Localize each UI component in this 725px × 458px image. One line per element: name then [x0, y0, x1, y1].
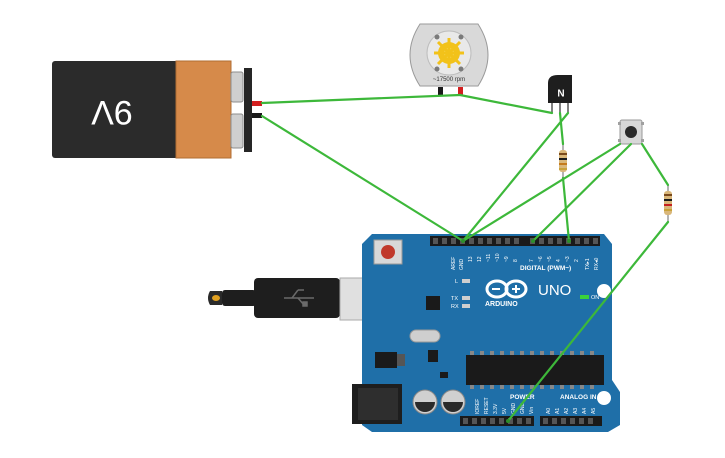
- arduino-brand: ARDUINO: [485, 301, 518, 308]
- pin-label-gnd: GND: [459, 259, 465, 271]
- pin-label-ioref: IOREF: [475, 399, 481, 414]
- pin-label-a5: A5: [591, 408, 597, 414]
- pin-label-a0: A0: [546, 408, 552, 414]
- pin-label-10: ~10: [495, 253, 501, 262]
- led-rx-label: RX: [451, 304, 459, 310]
- motor-speed-label: ~17500 rpm: [433, 77, 465, 83]
- pin-label-12: 12: [477, 256, 483, 262]
- led-tx: [462, 296, 470, 300]
- pin-label-a2: A2: [564, 408, 570, 414]
- pin-label-1: TX▸1: [585, 258, 591, 270]
- pin-label-11: ~11: [486, 254, 492, 262]
- analog-label: ANALOG IN: [560, 394, 597, 401]
- npn-transistor[interactable]: N: [548, 75, 572, 113]
- pin-label-a1: A1: [555, 408, 561, 414]
- power-label: POWER: [510, 394, 535, 401]
- pushbutton[interactable]: [618, 119, 644, 145]
- pin-label-aref: AREF: [451, 257, 457, 270]
- pin-label-2: 2: [574, 259, 580, 262]
- pin-label-5v: 5V: [502, 407, 508, 414]
- wire-transistor-emitter-to-gnd[interactable]: [461, 111, 570, 243]
- transistor-label: N: [557, 89, 564, 100]
- led-on: [580, 295, 589, 299]
- resistor-base[interactable]: [559, 144, 567, 178]
- reset-button[interactable]: [373, 239, 403, 265]
- motor-terminal-black[interactable]: [438, 87, 443, 95]
- led-tx-label: TX: [451, 296, 458, 302]
- arduino-model: UNO: [538, 282, 571, 299]
- usb-symbol-icon: [284, 289, 314, 307]
- wire-battery-neg-to-gnd[interactable]: [260, 114, 465, 243]
- arduino-logo-icon: [485, 279, 528, 299]
- wire-button-to-resistor[interactable]: [640, 142, 670, 187]
- pin-label-3: ~3: [565, 256, 571, 262]
- wire-button-to-pin2[interactable]: [531, 142, 633, 243]
- pin-label-0: RX◂0: [594, 258, 600, 270]
- pin-label-vin: Vin: [529, 407, 535, 414]
- wire-button-to-gnd[interactable]: [461, 142, 622, 243]
- wire-motor-to-transistor[interactable]: [458, 93, 554, 115]
- power-header[interactable]: [460, 416, 534, 426]
- dc-motor[interactable]: ~17500 rpm: [409, 23, 489, 95]
- led-l-label: L: [455, 279, 458, 285]
- led-l: [462, 279, 470, 283]
- resistor-pulldown[interactable]: [664, 185, 672, 222]
- wire-transistor-base-to-resistor[interactable]: [558, 111, 565, 146]
- pin-label-4: 4: [556, 259, 562, 262]
- motor-gear-icon: [434, 38, 464, 68]
- pin-label-7: 7: [529, 259, 535, 262]
- atmega-chip: [466, 355, 604, 385]
- pin-label-5: ~5: [547, 256, 553, 262]
- pin-label-3v3: 3.3V: [493, 403, 499, 414]
- capacitor-2: [440, 389, 466, 415]
- battery-label: 9V: [91, 93, 133, 131]
- wire-battery-pos-to-motor[interactable]: [260, 93, 462, 105]
- digital-label: DIGITAL (PWM~): [520, 265, 571, 272]
- pin-label-a3: A3: [573, 408, 579, 414]
- pin-label-6: ~6: [538, 256, 544, 262]
- pin-label-gnd-2: GND: [520, 403, 526, 415]
- pin-label-a4: A4: [582, 408, 588, 414]
- pin-label-reset: RESET: [484, 397, 490, 414]
- arduino-uno-board[interactable]: AREF GND 13 12 ~11 ~10 ~9 8 7 ~6 ~5 4 ~3…: [352, 234, 620, 432]
- wire-resistor-to-5v[interactable]: [506, 220, 670, 423]
- battery-9v[interactable]: 9V: [52, 60, 262, 159]
- pin-label-9: ~9: [504, 256, 510, 262]
- capacitor-1: [412, 389, 438, 415]
- led-on-label: ON: [591, 295, 599, 301]
- pin-label-gnd-1: GND: [511, 403, 517, 415]
- pin-label-8: 8: [513, 259, 519, 262]
- battery-positive-terminal[interactable]: [252, 101, 262, 106]
- battery-negative-terminal[interactable]: [252, 113, 262, 118]
- pin-label-13: 13: [468, 256, 474, 262]
- led-rx: [462, 304, 470, 308]
- motor-terminal-red[interactable]: [458, 87, 463, 95]
